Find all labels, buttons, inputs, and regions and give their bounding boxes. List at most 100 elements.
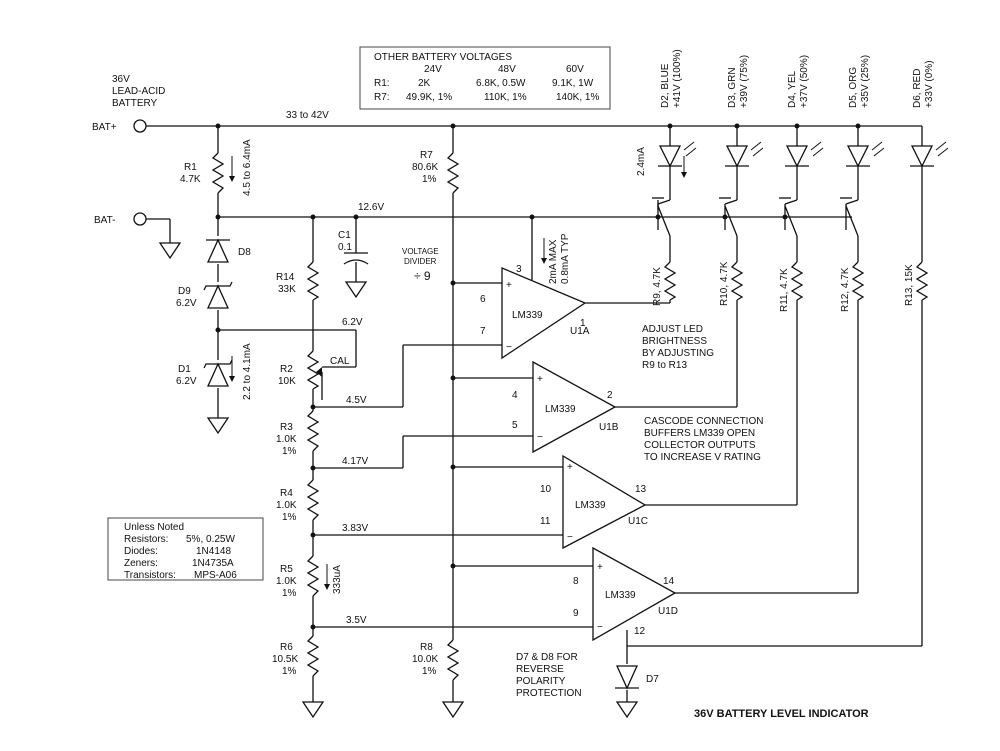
r5-val: 1.0K (276, 576, 297, 587)
notes-diodes-val: 1N4148 (196, 546, 231, 557)
u1d-name: LM339 (605, 590, 636, 601)
tap-6v2: 6.2V (342, 317, 363, 328)
u1c-unit: U1C (628, 516, 648, 527)
tap-3v83: 3.83V (342, 523, 368, 534)
u1b-pin-top: 4 (512, 390, 518, 401)
r4-tol: 1% (282, 512, 297, 523)
r1-val: 4.7K (180, 174, 201, 185)
r2-val: 10K (278, 376, 296, 387)
r8-val: 10.0K (412, 654, 438, 665)
row-r7-label: R7: (374, 92, 390, 103)
bat-plus-label: BAT+ (92, 122, 117, 133)
resistor-r4 (306, 479, 320, 521)
u1d-pin-out: 14 (663, 576, 675, 587)
u1a-pin-out: 1 (580, 318, 586, 329)
bat-minus-label: BAT- (94, 215, 115, 226)
divider-1: VOLTAGE (402, 247, 439, 256)
led-adjust-4: R9 to R13 (642, 360, 687, 371)
junctions (215, 123, 861, 630)
svg-text:+: + (537, 374, 543, 385)
led-d3-threshold: +39V (75%) (739, 55, 750, 108)
d9-ref: D9 (178, 286, 191, 297)
current-arrows (229, 156, 687, 590)
r4-ref: R4 (280, 488, 293, 499)
resistor-r6 (306, 635, 320, 677)
notes-transistors-key: Transistors: (124, 570, 176, 581)
tap-4v5: 4.5V (346, 395, 367, 406)
led-d3 (725, 141, 764, 168)
r5-current: 333uA (332, 565, 343, 594)
other-voltages-box: OTHER BATTERY VOLTAGES 24V 48V 60V R1: 2… (359, 46, 611, 110)
u1d-pin-bot: 9 (573, 608, 579, 619)
resistor-r5 (306, 555, 320, 597)
zener-d9 (206, 284, 230, 309)
u1c-pin-out: 13 (635, 484, 647, 495)
d8-ref: D8 (238, 247, 251, 258)
battery-label-1: 36V (112, 74, 130, 85)
row-r1-48v: 6.8K, 0.5W (476, 78, 526, 89)
svg-text:−: − (597, 622, 603, 633)
u1a-pin-bot: 7 (480, 326, 486, 337)
diodes (203, 238, 639, 690)
other-voltages-heading: OTHER BATTERY VOLTAGES (374, 52, 512, 63)
led-d6 (910, 141, 949, 168)
annotations: ADJUST LED BRIGHTNESS BY ADJUSTING R9 to… (516, 324, 763, 699)
led-d6-threshold: +33V (0%) (924, 60, 935, 108)
svg-text:+: + (506, 280, 512, 291)
u1b-pin-bot: 5 (512, 420, 518, 431)
led-adjust-3: BY ADJUSTING (642, 348, 714, 359)
led-d5-label: D5, ORG (848, 67, 859, 108)
r14-ref: R14 (276, 272, 295, 283)
col-24v: 24V (424, 64, 442, 75)
resistor-r8 (446, 639, 460, 681)
led-d4-threshold: +37V (50%) (799, 55, 810, 108)
led-adjust-1: ADJUST LED (642, 324, 703, 335)
diagram-title: 36V BATTERY LEVEL INDICATOR (694, 708, 869, 720)
u1d-pin-gnd: 12 (634, 626, 646, 637)
cascode-4: TO INCREASE V RATING (644, 452, 761, 463)
r1-ref: R1 (184, 162, 197, 173)
notes-heading: Unless Noted (124, 522, 184, 533)
r13-label: R13, 15K (904, 264, 915, 306)
resistor-r14 (306, 261, 320, 301)
d1-val: 6.2V (176, 376, 197, 387)
r3-tol: 1% (282, 446, 297, 457)
resistor-r12 (851, 261, 865, 301)
row-r7-24v: 49.9K, 1% (406, 92, 452, 103)
notes-zeners-val: 1N4735A (192, 558, 234, 569)
transistor-q1 (652, 197, 671, 237)
r3-ref: R3 (280, 422, 293, 433)
led-d5-threshold: +35V (25%) (860, 55, 871, 108)
r3-val: 1.0K (276, 434, 297, 445)
u1c-pin-bot: 11 (540, 516, 551, 527)
comparator-u1c (562, 454, 647, 550)
row-r7-60v: 140K, 1% (556, 92, 599, 103)
r2-ref: R2 (280, 364, 293, 375)
leds (658, 141, 949, 168)
component-labels: R1 4.7K 4.5 to 6.4mA D8 D9 6.2V D1 6.2V … (176, 139, 915, 685)
led-labels: D2, BLUE +41V (100%) D3, GRN +39V (75%) … (660, 49, 935, 108)
d7-ref: D7 (646, 674, 659, 685)
r7-ref: R7 (420, 150, 433, 161)
divider-2: DIVIDER (404, 257, 437, 266)
battery-terminals: 36V LEAD-ACID BATTERY BAT+ BAT- 33 to 42… (92, 74, 329, 226)
r5-ref: R5 (280, 564, 293, 575)
r6-val: 10.5K (272, 654, 298, 665)
row-r7-48v: 110K, 1% (484, 92, 527, 103)
row-r1-60v: 9.1K, 1W (552, 78, 594, 89)
resistor-r9 (663, 261, 677, 301)
col-48v: 48V (498, 64, 516, 75)
r12-label: R12, 4.7K (840, 267, 851, 312)
tap-4v17: 4.17V (342, 456, 368, 467)
led-d5 (846, 141, 885, 168)
comparator-u1d (592, 546, 677, 642)
u1b-name: LM339 (545, 404, 576, 415)
led-d6-label: D6, RED (912, 69, 923, 108)
r1-current: 4.5 to 6.4mA (242, 139, 253, 196)
transistor-q2 (719, 197, 738, 237)
svg-text:+: + (567, 462, 573, 473)
tap-voltages: 6.2V 4.5V 4.17V 3.83V 3.5V (342, 317, 368, 626)
comparators: +− +− +− +− LM339 U1A 6 7 1 3 LM339 U1B … (480, 264, 678, 642)
led-current: 2.4mA (636, 147, 647, 176)
